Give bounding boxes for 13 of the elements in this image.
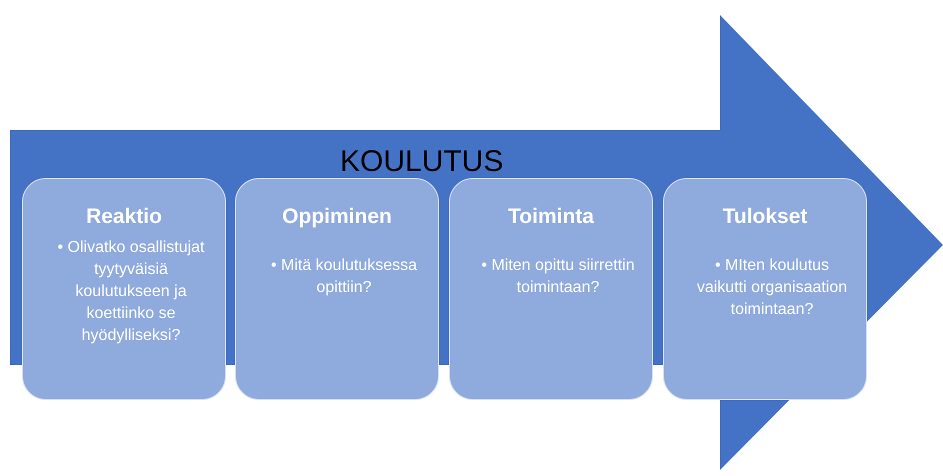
card-title: Oppiminen bbox=[282, 205, 392, 229]
bullet-text: • MIten koulutus vaikutti organisaation toimintaan? bbox=[696, 256, 848, 320]
card-title: Reaktio bbox=[86, 205, 162, 229]
bullet-text: • Miten opittu siirrettin toimintaan? bbox=[480, 256, 636, 298]
card-title: Tulokset bbox=[722, 205, 808, 229]
bullet-text: • Mitä koulutuksessa opittiin? bbox=[270, 256, 418, 298]
stage-card bbox=[235, 178, 439, 400]
stage-card bbox=[663, 178, 867, 400]
bullet-text: • Olivatko osallistujat tyytyväisiä koulutukseen ja koettiinko se hyödylliseksi? bbox=[56, 238, 206, 346]
stage-card bbox=[22, 178, 226, 400]
stage-card bbox=[449, 178, 653, 400]
card-title: Toiminta bbox=[508, 205, 594, 229]
arrow-title: KOULUTUS bbox=[340, 145, 504, 179]
